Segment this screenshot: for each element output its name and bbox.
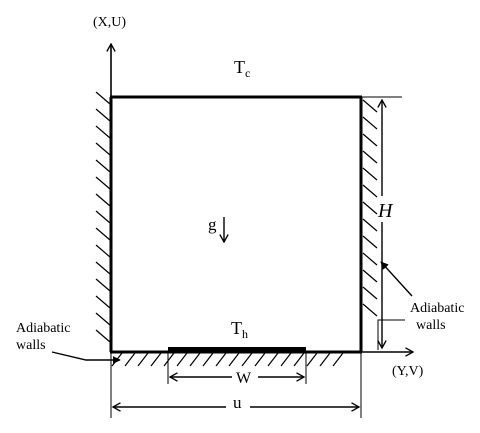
- hatch-mark: [176, 352, 188, 367]
- bottom-wall-hatching: [111, 352, 344, 367]
- hatch-mark: [95, 176, 111, 190]
- hatch-mark: [254, 352, 266, 367]
- hatch-mark: [362, 116, 378, 130]
- hatch-mark: [95, 278, 111, 292]
- hatch-mark: [267, 352, 279, 367]
- hatch-mark: [362, 218, 378, 232]
- hatch-mark: [95, 329, 111, 343]
- heater-strip: [168, 347, 306, 352]
- hatch-mark: [95, 210, 111, 224]
- hatch-mark: [362, 184, 378, 198]
- hatch-mark: [362, 235, 378, 249]
- hatch-mark: [306, 352, 318, 367]
- hatch-mark: [189, 352, 201, 367]
- y-axis-label: (Y,V): [392, 364, 424, 379]
- hatch-mark: [362, 252, 378, 266]
- hatch-mark: [95, 108, 111, 122]
- hatch-mark: [95, 244, 111, 258]
- hatch-mark: [95, 142, 111, 156]
- hatch-mark: [202, 352, 214, 367]
- hatch-mark: [95, 159, 111, 173]
- hatch-mark: [332, 352, 344, 367]
- hatch-mark: [163, 352, 175, 367]
- hatch-mark: [95, 91, 111, 105]
- left-adiabatic-note-line1: Adiabatic: [16, 321, 70, 336]
- hatch-mark: [362, 133, 378, 147]
- hatch-mark: [293, 352, 305, 367]
- hatch-mark: [362, 150, 378, 164]
- hatch-mark: [362, 269, 378, 283]
- right-adiabatic-note-line2: walls: [416, 318, 446, 333]
- height-label: H: [377, 200, 394, 222]
- hatch-mark: [150, 352, 162, 367]
- hatch-mark: [362, 286, 378, 300]
- left-wall-hatching: [95, 91, 111, 343]
- hatch-mark: [215, 352, 227, 367]
- right-adiabatic-note-line1: Adiabatic: [410, 301, 464, 316]
- hatch-mark: [95, 193, 111, 207]
- hatch-mark: [95, 227, 111, 241]
- hatch-mark: [95, 261, 111, 275]
- hatch-mark: [95, 312, 111, 326]
- hatch-mark: [362, 167, 378, 181]
- left-adiabatic-leader: [51, 351, 121, 364]
- right-adiabatic-leader: [380, 261, 413, 297]
- hatch-mark: [124, 352, 136, 367]
- hatch-mark: [362, 201, 378, 215]
- hatch-mark: [362, 303, 378, 317]
- right-wall-hatching: [362, 99, 378, 317]
- hatch-mark: [362, 99, 378, 113]
- hatch-mark: [95, 295, 111, 309]
- gravity-label: g: [208, 215, 217, 234]
- cavity-width-label: u: [233, 393, 242, 412]
- right-adiabatic-bracket: [377, 319, 405, 350]
- top-temperature-label: Tc: [234, 57, 250, 80]
- x-axis-label: (X,U): [93, 15, 126, 30]
- hatch-mark: [228, 352, 240, 367]
- hatch-mark: [319, 352, 331, 367]
- heater-width-label: W: [236, 370, 252, 387]
- hatch-mark: [137, 352, 149, 367]
- left-adiabatic-note-line2: walls: [16, 338, 46, 353]
- hatch-mark: [280, 352, 292, 367]
- bottom-temperature-label: Th: [231, 318, 248, 341]
- cavity-walls: [109, 95, 363, 354]
- hatch-mark: [241, 352, 253, 367]
- hatch-mark: [95, 125, 111, 139]
